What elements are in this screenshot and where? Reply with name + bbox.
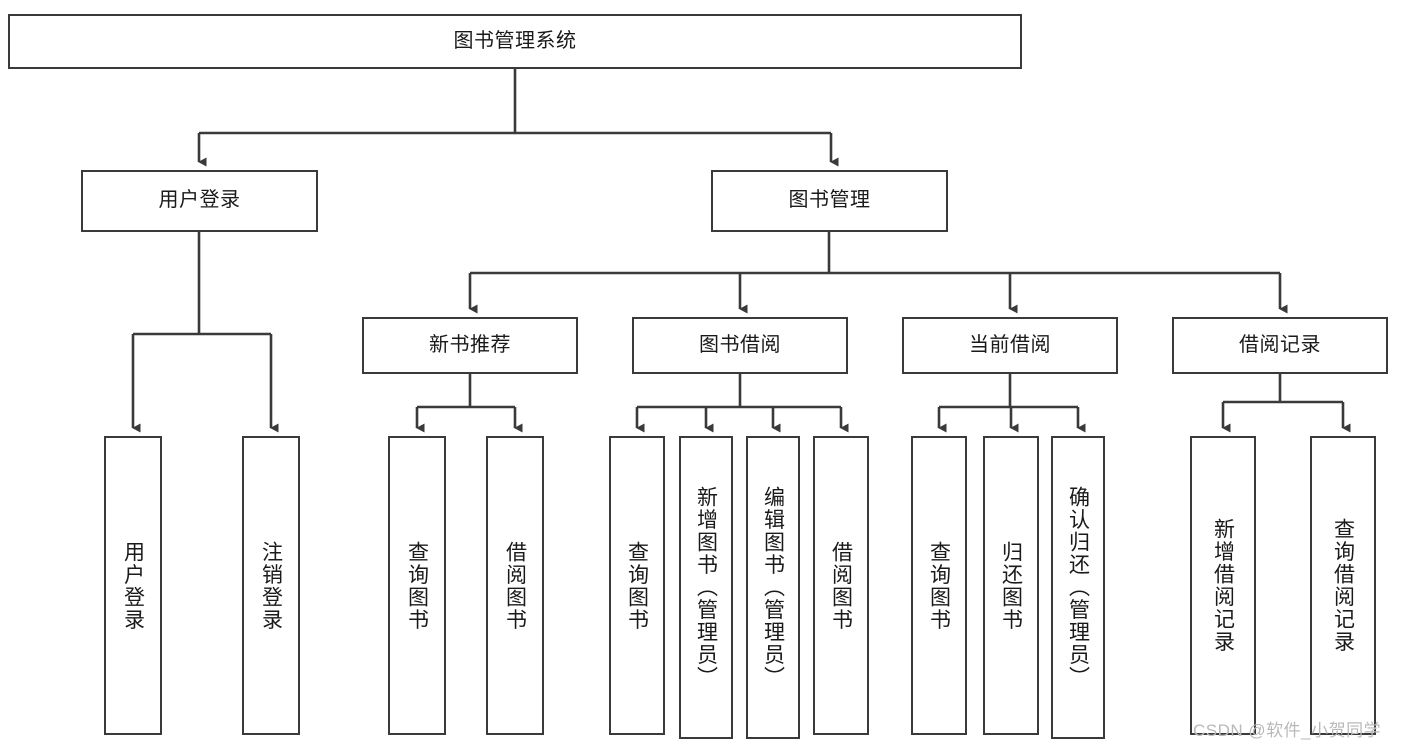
leaf-return-book[interactable]: 归还图书 — [983, 436, 1039, 735]
leaf-logout-label: 注销登录 — [259, 540, 283, 631]
node-borrow-records-label: 借阅记录 — [1239, 333, 1321, 356]
watermark: CSDN @软件_小贺同学 — [1193, 721, 1382, 740]
leaf-add-borrow-record[interactable]: 新增借阅记录 — [1190, 436, 1256, 735]
leaf-user-login[interactable]: 用户登录 — [104, 436, 162, 735]
leaf-query-book-current[interactable]: 查询图书 — [911, 436, 967, 735]
leaf-edit-book-admin-label: 编辑图书（管理员） — [761, 486, 785, 689]
node-current-borrow[interactable]: 当前借阅 — [902, 317, 1118, 374]
leaf-add-borrow-record-label: 新增借阅记录 — [1211, 518, 1235, 653]
leaf-logout[interactable]: 注销登录 — [242, 436, 300, 735]
node-root-label: 图书管理系统 — [453, 29, 577, 52]
node-book-management[interactable]: 图书管理 — [711, 170, 948, 232]
leaf-borrow-book[interactable]: 借阅图书 — [813, 436, 869, 735]
leaf-query-book-current-label: 查询图书 — [927, 540, 951, 631]
node-book-borrow[interactable]: 图书借阅 — [632, 317, 848, 374]
leaf-return-book-label: 归还图书 — [999, 540, 1023, 631]
node-borrow-records[interactable]: 借阅记录 — [1172, 317, 1388, 374]
leaf-confirm-return-admin[interactable]: 确认归还（管理员） — [1051, 436, 1105, 739]
node-root[interactable]: 图书管理系统 — [8, 14, 1022, 69]
leaf-user-login-label: 用户登录 — [121, 540, 145, 631]
leaf-query-book-recommend-label: 查询图书 — [405, 540, 429, 631]
node-new-book-recommend[interactable]: 新书推荐 — [362, 317, 578, 374]
node-book-borrow-label: 图书借阅 — [699, 333, 781, 356]
leaf-query-book-recommend[interactable]: 查询图书 — [388, 436, 446, 735]
leaf-borrow-book-recommend[interactable]: 借阅图书 — [486, 436, 544, 735]
leaf-add-book-admin-label: 新增图书（管理员） — [694, 486, 718, 689]
leaf-query-borrow-record-label: 查询借阅记录 — [1331, 518, 1355, 653]
leaf-query-book-borrow-label: 查询图书 — [625, 540, 649, 631]
leaf-edit-book-admin[interactable]: 编辑图书（管理员） — [746, 436, 800, 739]
node-book-management-label: 图书管理 — [788, 189, 871, 212]
node-current-borrow-label: 当前借阅 — [969, 333, 1051, 356]
leaf-borrow-book-label: 借阅图书 — [829, 540, 853, 631]
leaf-add-book-admin[interactable]: 新增图书（管理员） — [679, 436, 733, 739]
leaf-query-book-borrow[interactable]: 查询图书 — [609, 436, 665, 735]
node-new-book-recommend-label: 新书推荐 — [429, 333, 511, 356]
node-user-login-label: 用户登录 — [158, 189, 241, 212]
leaf-query-borrow-record[interactable]: 查询借阅记录 — [1310, 436, 1376, 735]
leaf-confirm-return-admin-label: 确认归还（管理员） — [1066, 486, 1090, 689]
node-user-login[interactable]: 用户登录 — [81, 170, 318, 232]
leaf-borrow-book-recommend-label: 借阅图书 — [503, 540, 527, 631]
